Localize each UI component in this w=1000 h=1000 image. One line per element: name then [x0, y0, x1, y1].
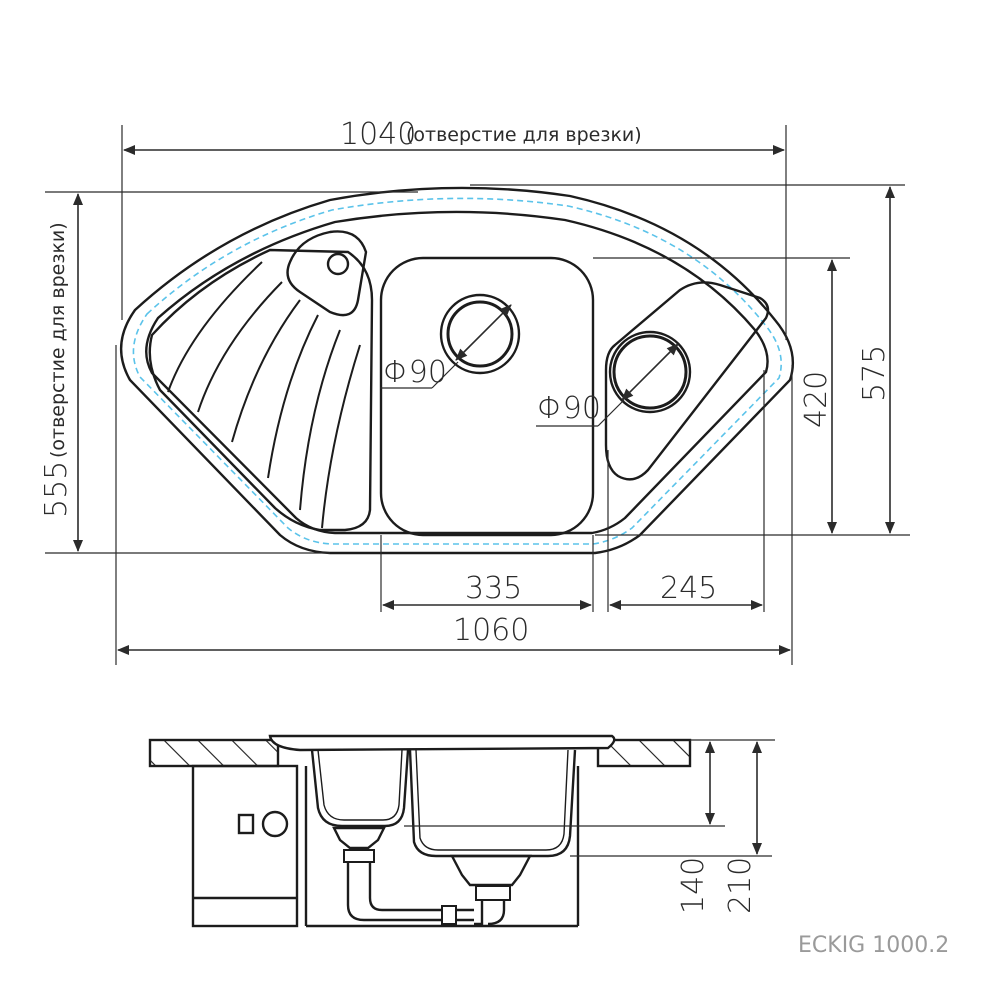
accessory-cup	[286, 230, 368, 317]
side-small-bowl	[310, 749, 410, 828]
dim-555: 555	[39, 461, 74, 518]
sink-rim-profile	[268, 734, 616, 752]
drainboard-grooves	[167, 261, 361, 529]
sink-outer-rim	[119, 186, 794, 555]
socket-box	[237, 813, 255, 835]
dim-140: 140	[676, 857, 711, 914]
pipe-coupler	[441, 905, 457, 925]
main-drain-nut	[475, 885, 511, 901]
dim-245: 245	[660, 571, 717, 606]
main-drain-outlet	[474, 900, 506, 926]
main-bowl	[379, 256, 595, 537]
dim-1040: 1040	[340, 117, 416, 152]
drainboard	[148, 248, 374, 532]
model-code: ECKIG 1000.2	[798, 933, 949, 958]
siphon-pipe	[346, 862, 442, 922]
dim-line-main-drain	[455, 304, 512, 361]
side-dimension-lines	[404, 739, 775, 857]
dim-420: 420	[799, 371, 834, 428]
dim-1060: 1060	[453, 613, 529, 648]
cutout-line	[132, 197, 782, 545]
side-main-bowl	[408, 749, 577, 858]
socket-round	[261, 810, 289, 838]
dim-main-drain: Φ90	[383, 355, 447, 390]
countertop-left	[148, 738, 280, 768]
small-drain-nut	[343, 849, 375, 863]
small-drain-body	[332, 826, 386, 850]
small-drain-inner	[612, 334, 688, 410]
dimension-arrows	[73, 145, 895, 655]
dim-575: 575	[857, 345, 892, 402]
cabinet-left	[191, 764, 299, 928]
dim-210: 210	[723, 857, 758, 914]
dim-1040-note: (отверстие для врезки)	[406, 124, 642, 146]
extension-lines	[45, 125, 910, 665]
top-view	[119, 186, 794, 555]
tap-hole	[326, 252, 350, 276]
main-drain-body	[450, 854, 532, 887]
small-drain-outer	[608, 330, 692, 414]
dim-small-drain: Φ90	[537, 391, 601, 426]
side-dimension-arrows	[705, 741, 762, 855]
dim-line-small-drain	[621, 343, 679, 401]
dim-555-note: (отверстие для врезки)	[47, 222, 69, 458]
small-bowl	[604, 281, 770, 481]
main-drain-inner	[446, 300, 514, 368]
main-drain-outer	[439, 293, 521, 375]
dim-335: 335	[465, 571, 522, 606]
side-view	[148, 734, 692, 928]
